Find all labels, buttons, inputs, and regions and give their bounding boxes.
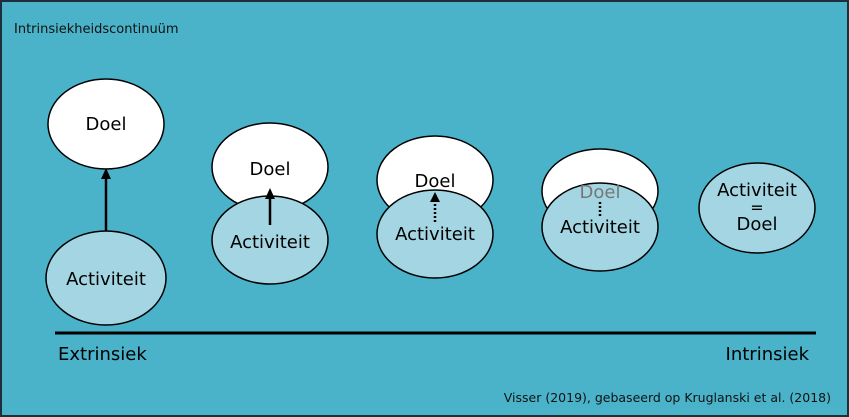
stage-5-line-2: = xyxy=(750,198,763,217)
stage-2-activity-label: Activiteit xyxy=(230,232,310,253)
stage-5-line-1: Activiteit xyxy=(717,180,797,201)
axis-right-label: Intrinsiek xyxy=(725,344,809,365)
stage-5: Activiteit = Doel xyxy=(698,162,816,254)
stage-3-goal-label: Doel xyxy=(415,171,456,192)
stage-2-goal-label: Doel xyxy=(250,159,291,180)
stage-5-line-3: Doel xyxy=(737,214,778,235)
source-credit: Visser (2019), gebaseerd op Kruglanski e… xyxy=(503,390,831,405)
stage-3: Doel Activiteit xyxy=(376,135,494,279)
stage-2-arrowhead xyxy=(265,188,275,199)
stage-1-activity-label: Activiteit xyxy=(66,269,146,290)
stage-3-activity-circle xyxy=(376,189,494,279)
stage-4-activity-circle xyxy=(541,182,659,272)
stage-5-merged-circle xyxy=(698,162,816,254)
stage-4-goal-label: Doel xyxy=(580,182,621,203)
stage-3-activity-label: Activiteit xyxy=(395,224,475,245)
diagram-title: Intrinsiekheidscontinuüm xyxy=(14,22,179,37)
stage-4-activity-label: Activiteit xyxy=(560,217,640,238)
stage-1-arrowhead xyxy=(101,168,111,179)
stage-3-arrowhead xyxy=(430,192,440,202)
stage-4: Doel Activiteit xyxy=(541,148,659,272)
stage-2: Doel Activiteit xyxy=(211,122,329,285)
stage-1: Doel Activiteit xyxy=(45,78,167,326)
axis-left-label: Extrinsiek xyxy=(58,344,147,365)
stage-1-goal-label: Doel xyxy=(86,114,127,135)
